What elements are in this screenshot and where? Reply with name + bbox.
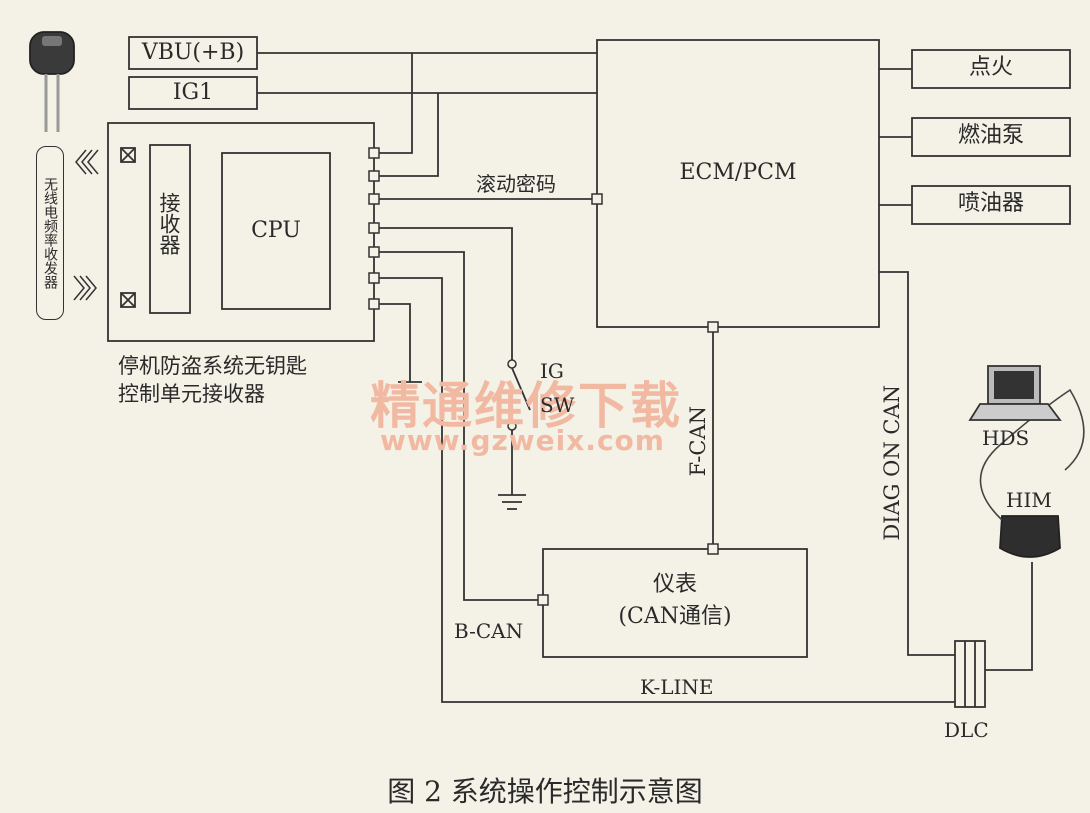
dlc-label: DLC	[944, 718, 989, 742]
cpu-label: CPU	[251, 218, 301, 243]
diag-on-can-label: DIAG ON CAN	[880, 385, 904, 541]
ig-switch-label-1: IG	[540, 359, 564, 383]
cpu-box	[221, 152, 331, 310]
hds-laptop-icon	[968, 365, 1062, 421]
ecm-box	[596, 39, 880, 328]
ecm-label: ECM/PCM	[679, 160, 797, 185]
rf-signal-icon	[73, 149, 99, 301]
unit-label-line1: 停机防盗系统无钥匙	[118, 354, 307, 378]
watermark-url: www.gzweix.com	[380, 424, 665, 457]
meter-box	[542, 548, 808, 658]
figure-caption: 图 2 系统操作控制示意图	[387, 775, 703, 808]
ig1-box	[128, 76, 258, 110]
rolling-code-label: 滚动密码	[476, 172, 556, 196]
meter-label-line2: (CAN通信)	[618, 604, 732, 629]
dlc-box	[954, 640, 986, 708]
him-device-icon	[999, 515, 1061, 558]
watermark-title: 精通维修下载	[370, 377, 682, 435]
meter-label-line1: 仪表	[652, 572, 697, 597]
ignition-label: 点火	[968, 55, 1013, 80]
fuel-pump-label: 燃油泵	[957, 123, 1024, 148]
injector-label: 喷油器	[957, 191, 1024, 216]
vbu-label: VBU(+B)	[141, 40, 245, 65]
b-can-label: B-CAN	[454, 619, 524, 643]
unit-label-line2: 控制单元接收器	[118, 382, 265, 406]
him-label: HIM	[1006, 488, 1052, 512]
f-can-label: F-CAN	[686, 406, 710, 477]
k-line-label: K-LINE	[640, 675, 714, 699]
receiver-label: 接收器	[157, 192, 181, 255]
ig-switch-label-2: SW	[540, 393, 575, 417]
connector-pins	[368, 147, 719, 606]
ig1-label: IG1	[172, 80, 214, 105]
antenna-icon	[120, 147, 136, 308]
hds-label: HDS	[982, 426, 1030, 450]
rf-transceiver-label: 无线电频率收发器	[36, 146, 64, 320]
receiver-box	[149, 144, 191, 314]
key-fob-icon	[29, 31, 75, 132]
